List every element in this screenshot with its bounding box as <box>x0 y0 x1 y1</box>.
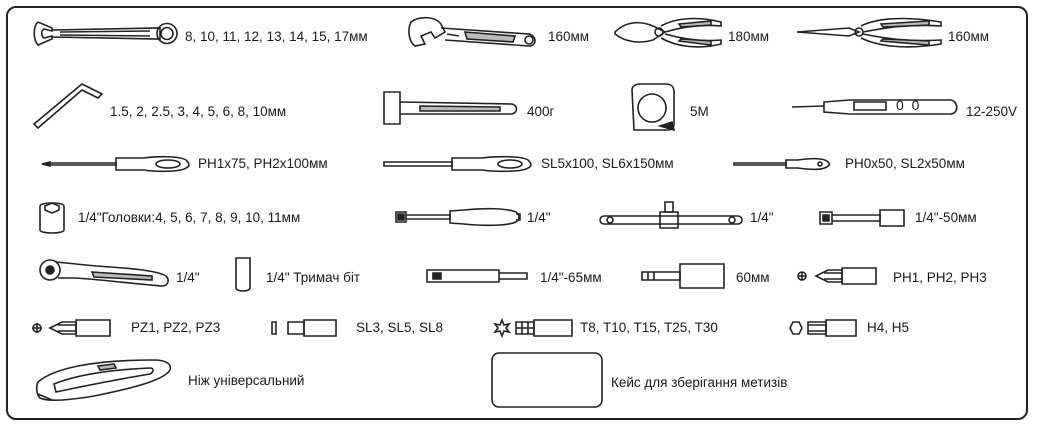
torx-bit-icon <box>494 318 578 338</box>
wrench-sizes-label: 8, 10, 11, 12, 13, 14, 15, 17мм <box>185 29 368 44</box>
phillips-bit-label: PH1, PH2, PH3 <box>893 270 987 285</box>
magnetic-bit-holder-label: 1/4"-65мм <box>540 270 602 285</box>
extension-bar-label: 1/4"-50мм <box>915 210 977 225</box>
precision-screwdriver-label: PH0x50, SL2x50мм <box>845 156 965 171</box>
hex-key-icon <box>32 80 104 130</box>
phillips-screwdriver-label: PH1x75, PH2x100мм <box>198 156 328 171</box>
tape-measure-icon <box>628 82 676 132</box>
slotted-bit-label: SL3, SL5, SL8 <box>356 320 444 335</box>
adjustable-wrench-label: 160мм <box>548 29 590 44</box>
hex-bit-label: H4, H5 <box>867 320 910 335</box>
utility-knife-icon <box>34 354 174 406</box>
bit-holder-icon <box>234 256 252 292</box>
t-bar-handle-label: 1/4" <box>750 210 774 225</box>
magnetic-bit-holder-icon <box>425 268 531 284</box>
tester-display-readout: 0 0 <box>896 97 922 113</box>
extension-bar-icon <box>818 208 908 228</box>
ratchet-label: 1/4" <box>176 270 200 285</box>
spinner-handle-icon <box>394 206 522 228</box>
phillips-screwdriver-icon <box>40 152 190 176</box>
storage-case-label: Кейс для зберігання метизів <box>611 375 788 390</box>
combination-pliers-label: 180мм <box>728 29 770 44</box>
flat-screwdriver-label: SL5x100, SL6x150мм <box>541 156 674 171</box>
adjustable-wrench-icon <box>405 14 543 52</box>
voltage-tester-icon <box>790 94 962 120</box>
long-nose-pliers-icon <box>795 12 945 54</box>
tester-voltage-label: 12-250V <box>966 104 1018 119</box>
socket-adapter-label: 60мм <box>736 270 770 285</box>
torx-bit-label: T8, T10, T15, T25, T30 <box>580 320 718 335</box>
combination-pliers-icon <box>613 12 725 54</box>
ratchet-icon <box>36 258 172 288</box>
flat-screwdriver-icon <box>382 152 534 176</box>
socket-sizes-label: 1/4"Головки:4, 5, 6, 7, 8, 9, 10, 11мм <box>78 210 301 225</box>
precision-screwdriver-icon <box>732 156 832 172</box>
hammer-icon <box>380 88 520 126</box>
spinner-handle-label: 1/4" <box>527 210 551 225</box>
slotted-bit-icon <box>270 318 340 338</box>
storage-case-icon <box>490 351 604 409</box>
tool-set-frame <box>6 6 1028 420</box>
pozidriv-bit-label: PZ1, PZ2, PZ3 <box>131 320 221 335</box>
bit-holder-label: 1/4" Тримач біт <box>266 270 361 285</box>
hammer-weight-label: 400г <box>527 104 555 119</box>
pozidriv-bit-icon <box>30 318 114 338</box>
t-bar-handle-icon <box>598 200 744 234</box>
combination-wrench-icon <box>30 18 180 50</box>
long-nose-pliers-label: 160мм <box>948 29 990 44</box>
hex-key-sizes-label: 1.5, 2, 2.5, 3, 4, 5, 6, 8, 10мм <box>110 104 287 119</box>
phillips-bit-icon <box>794 266 880 286</box>
tape-length-label: 5M <box>690 104 709 119</box>
utility-knife-label: Ніж універсальний <box>188 373 305 388</box>
socket-icon <box>38 200 66 234</box>
hex-bit-icon <box>786 318 860 338</box>
socket-adapter-icon <box>640 262 730 290</box>
